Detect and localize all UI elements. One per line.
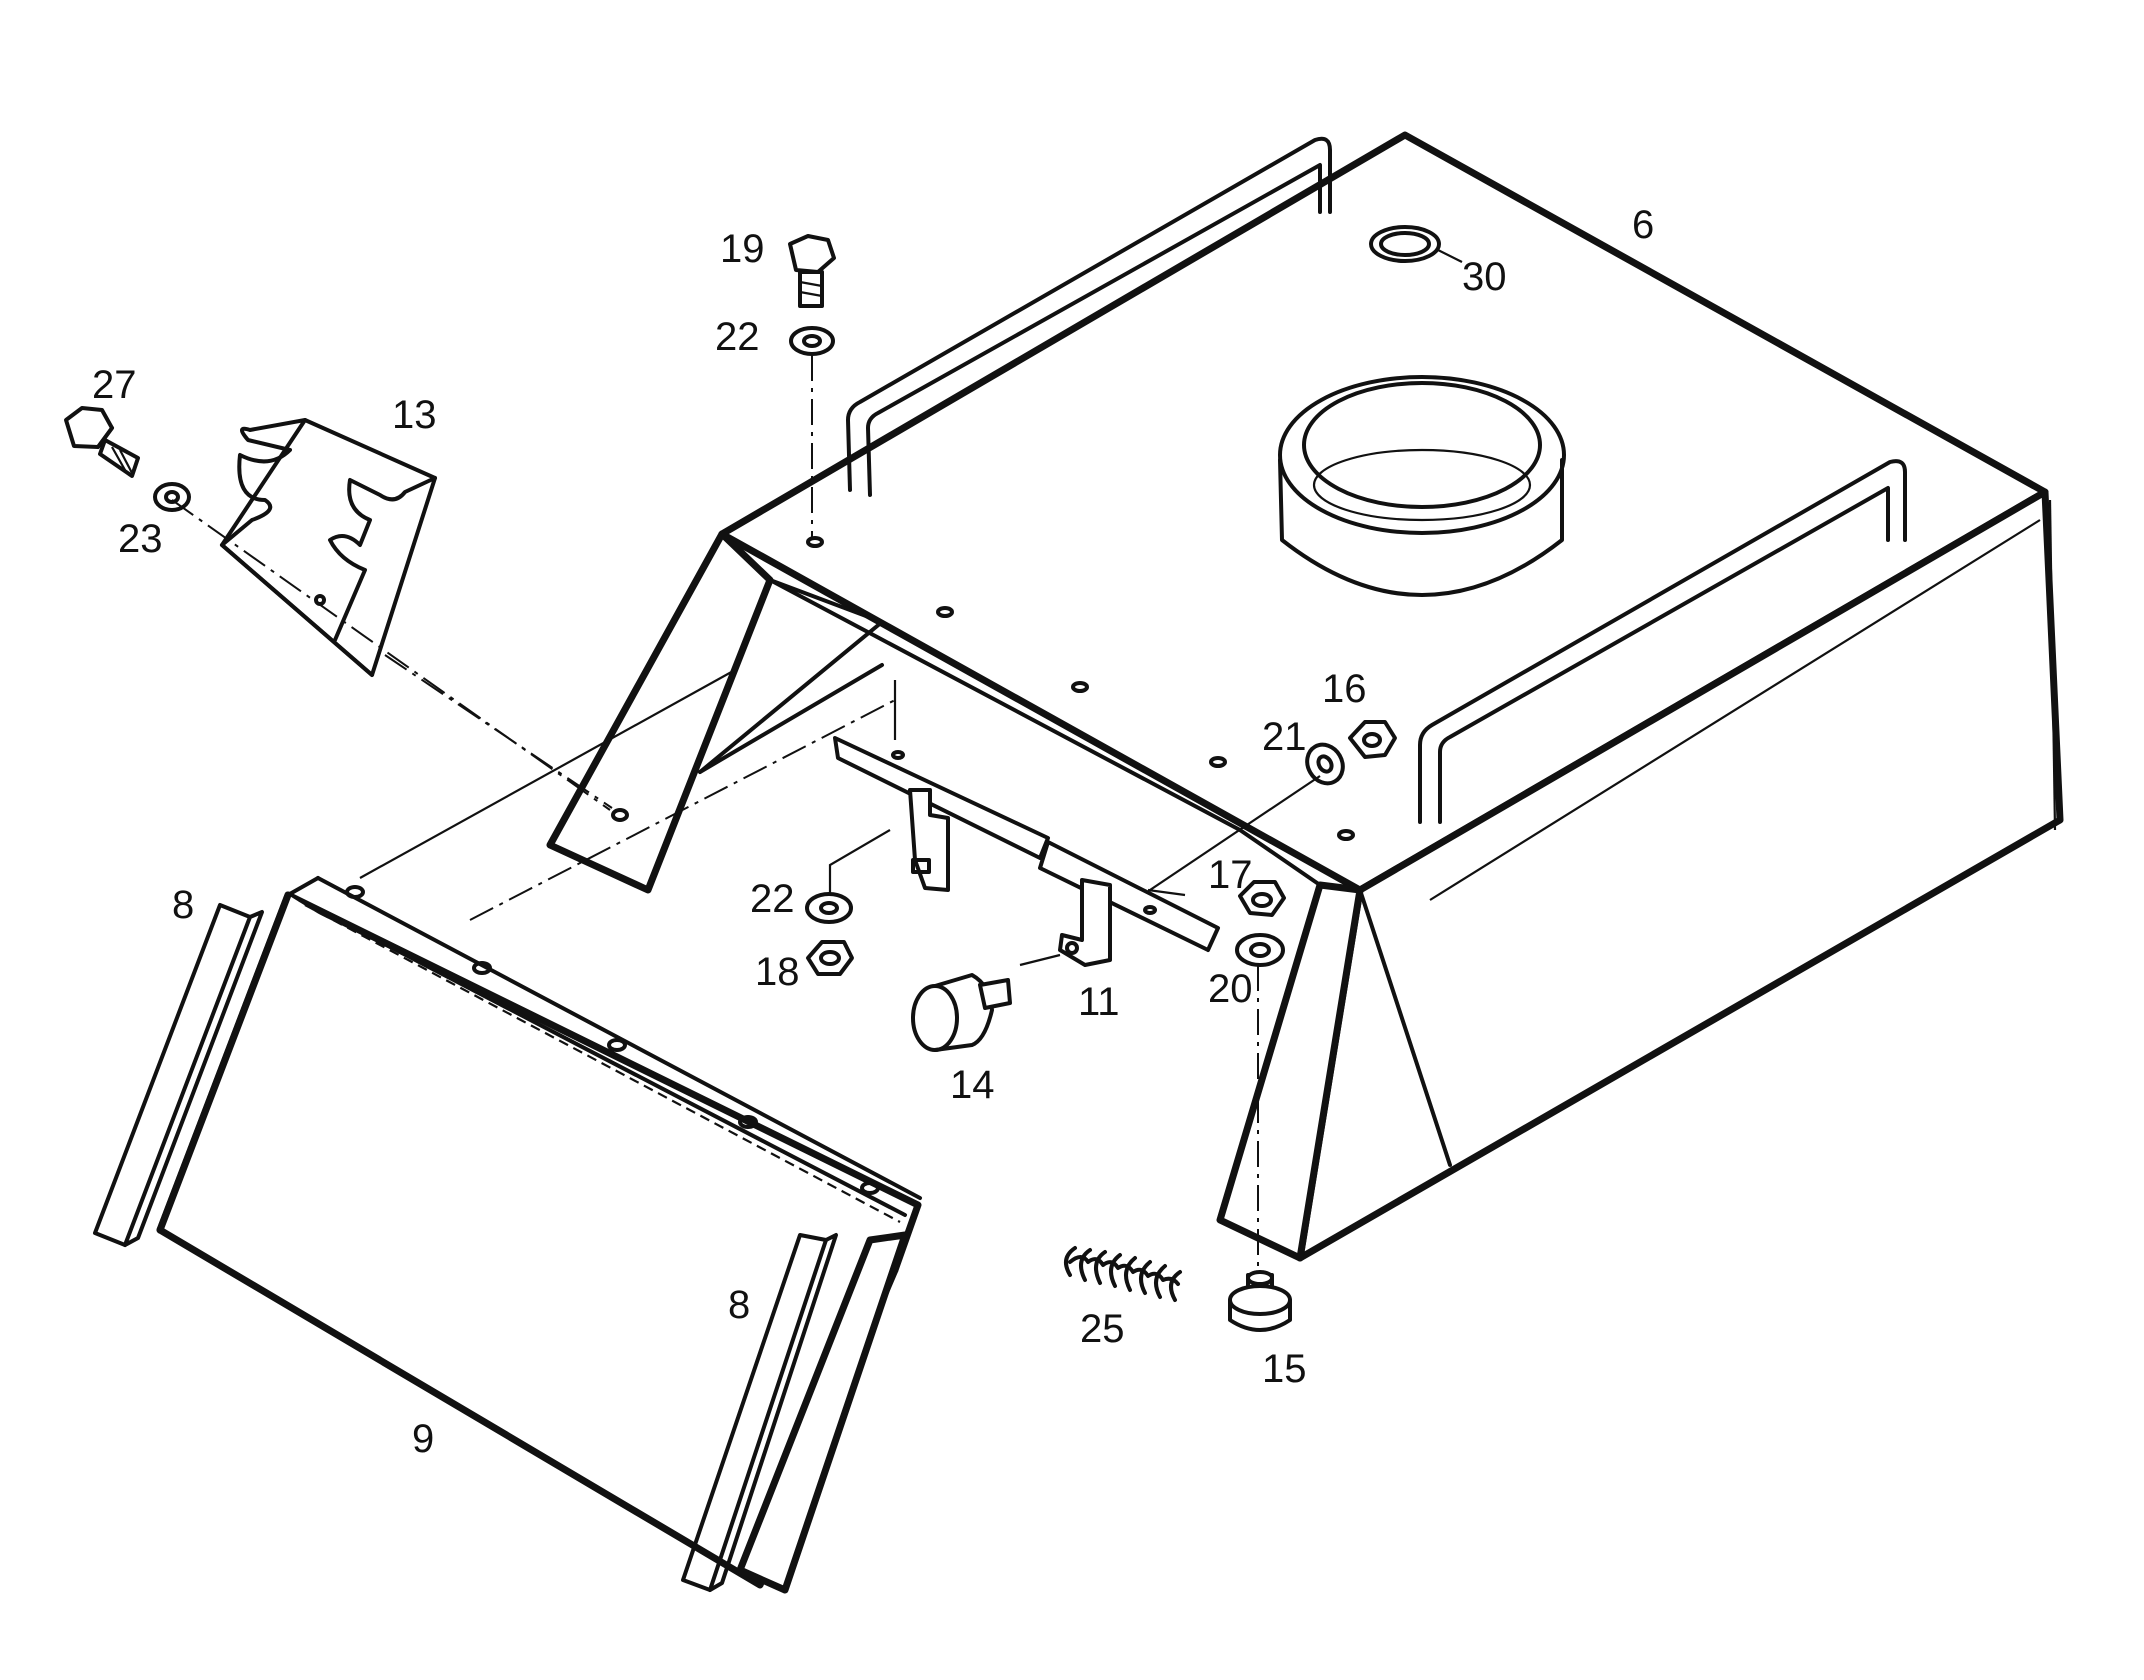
callout-8-left: 8 — [172, 883, 194, 927]
callout-25: 25 — [1080, 1307, 1125, 1351]
assembly-lines — [171, 355, 1321, 1270]
bracket-part-11 — [833, 736, 1220, 967]
callout-13: 13 — [392, 393, 437, 437]
callout-8-right: 8 — [728, 1283, 750, 1327]
washer-part-22-top — [789, 326, 835, 356]
callout-16: 16 — [1322, 667, 1367, 711]
callout-30: 30 — [1462, 255, 1507, 299]
knob-part-14 — [911, 973, 1012, 1052]
callout-15: 15 — [1262, 1347, 1307, 1391]
callout-9: 9 — [412, 1417, 434, 1461]
door-part-9 — [156, 876, 922, 1594]
ring-part-30 — [1369, 225, 1463, 263]
nut-part-16 — [1348, 720, 1397, 759]
nut-part-17 — [1238, 880, 1286, 917]
callout-18: 18 — [755, 950, 800, 994]
washer-part-23 — [153, 482, 191, 512]
callout-22-lower: 22 — [750, 877, 795, 921]
callout-22-top: 22 — [715, 315, 760, 359]
callout-6: 6 — [1632, 203, 1654, 247]
bracket-part-13 — [220, 418, 437, 677]
callout-27: 27 — [92, 363, 137, 407]
callout-20: 20 — [1208, 967, 1253, 1011]
bolt-part-27 — [64, 406, 140, 478]
bolt-part-19 — [788, 234, 836, 308]
washer-part-21 — [1305, 742, 1345, 786]
callout-19: 19 — [720, 227, 765, 271]
callout-17: 17 — [1208, 853, 1253, 897]
seal-part-8-left — [93, 903, 264, 1247]
seal-part-8-right — [681, 1233, 838, 1592]
callout-14: 14 — [950, 1063, 995, 1107]
callout-21: 21 — [1262, 715, 1307, 759]
washer-part-22-lower — [805, 892, 853, 924]
callout-11: 11 — [1078, 980, 1120, 1024]
callout-labels: 6 30 19 22 27 13 23 16 21 22 17 18 20 11… — [92, 203, 1654, 1461]
callout-23: 23 — [118, 517, 163, 561]
nut-part-18 — [806, 940, 854, 976]
washer-part-20 — [1235, 933, 1285, 967]
foot-part-15 — [1228, 1270, 1292, 1332]
spring-part-25 — [1064, 1246, 1182, 1302]
housing-part-6 — [546, 131, 2064, 1262]
